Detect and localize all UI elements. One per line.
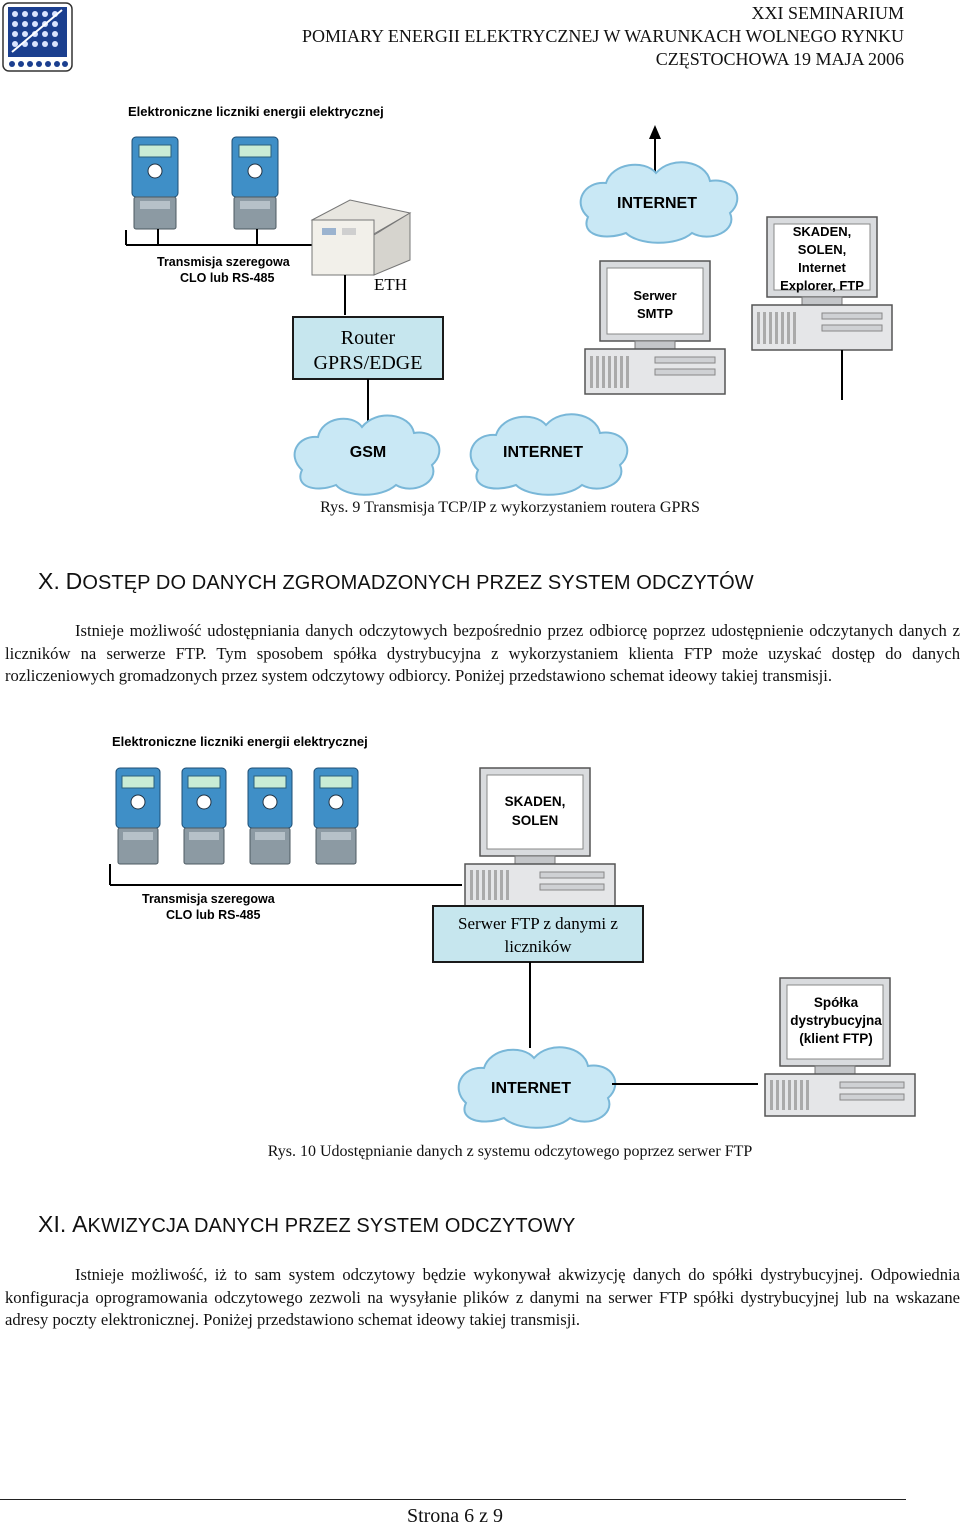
skaden-label-1: SKADEN, xyxy=(505,794,566,809)
ftp-box-label-2: liczników xyxy=(504,937,572,956)
meters-title-2: Elektroniczne liczniki energii elektrycz… xyxy=(112,734,368,749)
cloud-internet-bottom-label: INTERNET xyxy=(503,444,583,461)
header-line-2: POMIARY ENERGII ELEKTRYCZNEJ W WARUNKACH… xyxy=(302,26,904,46)
section-10-title: X. DOSTĘP DO DANYCH ZGROMADZONYCH PRZEZ … xyxy=(38,568,754,595)
figure-2-diagram: Elektroniczne liczniki energii elektrycz… xyxy=(0,728,960,1140)
client-label-2: SOLEN, xyxy=(798,242,846,257)
section-11-rest: KWIZYCJA DANYCH PRZEZ SYSTEM ODCZYTOWY xyxy=(87,1215,576,1237)
section-10-rest: OSTĘP DO DANYCH ZGROMADZONYCH PRZEZ SYST… xyxy=(82,572,754,594)
client-label-1: SKADEN, xyxy=(793,224,852,239)
transmission-label-b: CLO lub RS-485 xyxy=(166,908,261,922)
figure-2-caption: Rys. 10 Udostępnianie danych z systemu o… xyxy=(267,1143,753,1160)
meter-2 xyxy=(231,136,279,230)
ftp-box-label-1: Serwer FTP z danymi z xyxy=(458,914,618,933)
router-box xyxy=(292,316,444,380)
section-11-title: XI. AKWIZYCJA DANYCH PRZEZ SYSTEM ODCZYT… xyxy=(38,1211,575,1238)
router-label-2: GPRS/EDGE xyxy=(314,352,423,374)
router-device xyxy=(310,199,412,315)
transmission-label-a: Transmisja szeregowa xyxy=(142,892,276,906)
page-number: Strona 6 z 9 xyxy=(406,1505,504,1527)
section-10-number: X. xyxy=(38,568,60,594)
section-11-paragraph: Istnieje możliwość, iż to sam system odc… xyxy=(5,1265,960,1329)
client-label-4: Explorer, FTP xyxy=(780,278,864,293)
smtp-label-2: SMTP xyxy=(637,306,673,321)
figure-1-caption: Rys. 9 Transmisja TCP/IP z wykorzystanie… xyxy=(320,499,700,516)
cloud-gsm-label: GSM xyxy=(350,444,386,461)
smtp-server xyxy=(584,260,726,395)
skaden-server xyxy=(464,767,616,907)
smtp-label-1: Serwer xyxy=(633,288,676,303)
dist-client-label-1: Spółka xyxy=(814,995,859,1010)
meter-d xyxy=(313,767,359,865)
skaden-label-2: SOLEN xyxy=(512,813,559,828)
meter-1 xyxy=(131,136,179,230)
header-line-1: XXI SEMINARIUM xyxy=(751,3,905,23)
internet-cloud-fig2 xyxy=(457,1046,617,1129)
cloud-internet-fig2-label: INTERNET xyxy=(491,1080,571,1097)
section-10-initial: D xyxy=(65,568,83,594)
router-label-1: Router xyxy=(341,327,396,349)
header-line-3: CZĘSTOCHOWA 19 MAJA 2006 xyxy=(655,49,904,69)
ftp-server-box xyxy=(432,905,644,963)
cloud-internet-top-label: INTERNET xyxy=(617,195,697,212)
section-11-number: XI. xyxy=(38,1211,67,1237)
meter-a xyxy=(115,767,161,865)
dist-client-label-3: (klient FTP) xyxy=(799,1031,873,1046)
internet-cloud-top xyxy=(579,161,739,244)
gsm-cloud xyxy=(293,414,441,496)
meter-c xyxy=(247,767,293,865)
dist-client-label-2: dystrybucyjna xyxy=(790,1013,882,1028)
section-11-initial: A xyxy=(72,1211,88,1237)
meter-b xyxy=(181,767,227,865)
transmission-label-1: Transmisja szeregowa xyxy=(157,255,291,269)
footer-divider xyxy=(0,1499,906,1500)
section-10-paragraph: Istnieje możliwość udostępniania danych … xyxy=(5,621,960,685)
meters-title: Elektroniczne liczniki energii elektrycz… xyxy=(128,104,384,119)
eth-label: ETH xyxy=(374,275,407,294)
seminar-logo xyxy=(2,2,73,72)
client-label-3: Internet xyxy=(798,260,846,275)
transmission-label-2: CLO lub RS-485 xyxy=(180,271,275,285)
internet-cloud-bottom xyxy=(469,413,629,496)
figure-1-diagram: Elektroniczne liczniki energii elektrycz… xyxy=(0,95,960,500)
